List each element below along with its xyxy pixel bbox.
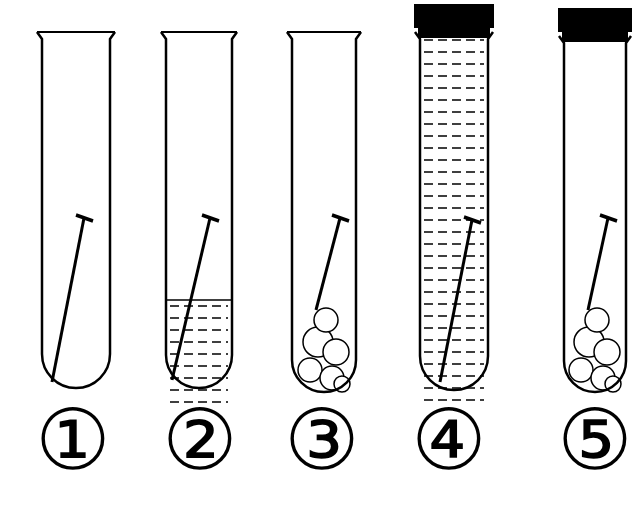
callout-number: ⑤ [557,398,632,482]
callout-number: ③ [284,398,359,482]
cotton-desiccant [323,339,349,365]
water-line [424,159,484,160]
tube-outline [37,32,115,388]
test-tube [414,4,494,400]
water-line [424,231,484,232]
water-line [424,51,484,52]
water-line [424,75,484,76]
water-line [424,387,484,388]
water-line [424,363,484,364]
water-line [170,341,228,342]
tube-outline [287,32,361,392]
iron-nail [172,218,210,380]
water-line [424,207,484,208]
water-line [424,291,484,292]
cotton-desiccant [585,308,609,332]
water-line [424,327,484,328]
test-tube [558,8,632,392]
water-surface [166,299,232,300]
water-line [424,39,484,40]
water-line [424,339,484,340]
nail-head [76,215,93,221]
cotton-desiccant [298,358,322,382]
cotton-desiccant [314,308,338,332]
test-tube [287,32,361,392]
test-tube [37,32,115,388]
callout-number: ② [162,398,237,482]
test-tube [161,32,237,402]
nail-head [464,217,481,223]
water-line [424,123,484,124]
water-line [424,63,484,64]
tube-outline [161,32,237,388]
water-line [424,135,484,136]
water-line [424,171,484,172]
cotton-desiccant [594,339,620,365]
callout-number: ① [35,398,110,482]
water-line [424,195,484,196]
water-line [424,267,484,268]
rubber-stopper [414,4,494,28]
water-line [424,351,484,352]
tube-outline [415,32,493,390]
water-line [424,99,484,100]
water-line [424,255,484,256]
water-line [424,183,484,184]
water-line [424,279,484,280]
nail-head [600,215,617,221]
water-line [170,377,228,378]
tube-outline [559,36,631,392]
iron-nail [588,218,608,310]
callout-number: ④ [411,398,486,482]
tube-rim [287,31,361,33]
water-line [424,147,484,148]
iron-nail [440,220,472,382]
tube-rim [161,31,237,33]
water-line [424,375,484,376]
water-line [424,111,484,112]
tube-rim [37,31,115,33]
rubber-stopper [418,28,490,38]
water-line [424,87,484,88]
water-line [424,243,484,244]
water-line [170,317,228,318]
cotton-desiccant [569,358,593,382]
water-line [170,389,228,390]
water-line [170,365,228,366]
nail-head [202,215,219,221]
water-line [170,329,228,330]
nail-head [332,215,349,221]
iron-nail [52,218,84,382]
iron-nail [316,218,340,310]
water-line [170,305,228,306]
rubber-stopper [562,32,628,42]
rubber-stopper [558,8,632,32]
